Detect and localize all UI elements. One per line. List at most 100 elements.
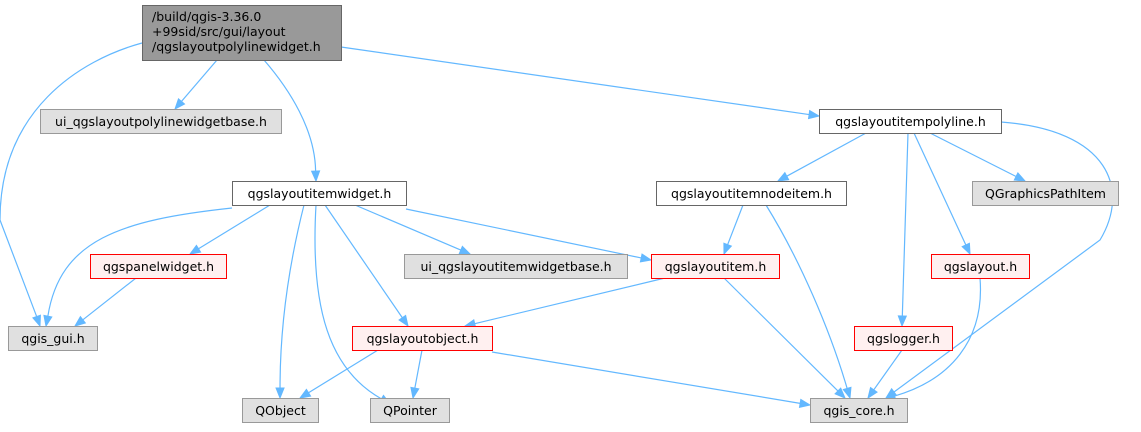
edge-itemwidget-to-layoutobject [324, 204, 403, 319]
dependency-edges [0, 42, 1114, 408]
node-label-panelwidget: qgspanelwidget.h [103, 259, 214, 274]
node-qobject[interactable]: QObject [242, 398, 319, 423]
node-box-itemwidget [232, 181, 407, 206]
arrowhead-itemwidget-to-panelwidget [188, 244, 202, 255]
node-box-itempolyline [819, 109, 1002, 134]
node-label-qgis_core: qgis_core.h [823, 403, 894, 418]
edge-itemwidget-to-qobject [279, 204, 305, 389]
edge-layoutitem-to-qgis_core [723, 277, 839, 392]
node-box-gpathitem [972, 181, 1119, 206]
edge-itempolyline-to-gpathitem [929, 132, 1017, 178]
edge-panelwidget-to-qgis_gui [82, 277, 137, 321]
node-itemwidget[interactable]: qgslayoutitemwidget.h [232, 181, 407, 206]
edge-itemwidget-to-ui_itemwidget [354, 204, 462, 251]
arrowhead-root-to-itempolyline [807, 109, 821, 120]
node-qpointer[interactable]: QPointer [370, 398, 450, 423]
edge-root-to-qgis_gui [0, 42, 143, 317]
node-logger[interactable]: qgslogger.h [854, 326, 953, 351]
node-layoutitem[interactable]: qgslayoutitem.h [651, 254, 780, 279]
node-label-ui_itemwidget: ui_qgslayoutitemwidgetbase.h [420, 259, 611, 274]
node-nodeitem[interactable]: qgslayoutitemnodeitem.h [656, 181, 847, 206]
edge-itempolyline-to-qgis_core [893, 121, 1114, 393]
arrowhead-itempolyline-to-nodeitem [776, 171, 790, 182]
arrowhead-itemwidget-to-layoutitem [639, 253, 653, 263]
node-label-nodeitem: qgslayoutitemnodeitem.h [671, 186, 832, 201]
node-label-qobject: QObject [255, 403, 306, 418]
node-label-logger: qgslogger.h [867, 331, 940, 346]
node-layout[interactable]: qgslayout.h [931, 254, 1030, 279]
arrowhead-root-to-ui_polyline [174, 97, 186, 111]
edge-nodeitem-to-qgis_core [765, 204, 848, 389]
node-box-layout [931, 254, 1030, 279]
arrowhead-layoutitem-to-qgis_core [834, 387, 846, 399]
node-label-gpathitem: QGraphicsPathItem [985, 186, 1106, 201]
edge-root-to-itempolyline [340, 46, 810, 116]
node-label-layoutobject: qgslayoutobject.h [367, 331, 479, 346]
edge-root-to-itemwidget [263, 59, 317, 172]
arrowhead-itemwidget-to-layoutobject [398, 314, 409, 328]
edge-itemwidget-to-qpointer [314, 204, 382, 400]
node-box-ui_itemwidget [404, 254, 628, 279]
node-box-logger [854, 326, 953, 351]
edge-itempolyline-to-logger [901, 132, 909, 317]
node-ui_itemwidget[interactable]: ui_qgslayoutitemwidgetbase.h [404, 254, 628, 279]
file-nodes: /build/qgis-3.36.0+99sid/src/gui/layout/… [8, 5, 1119, 423]
arrowhead-layoutobject-to-qgis_core [798, 398, 812, 408]
node-label-itemwidget: qgslayoutitemwidget.h [248, 186, 392, 201]
node-label-root: +99sid/src/gui/layout [152, 24, 286, 39]
arrowhead-root-to-qgis_gui [32, 314, 41, 328]
node-label-qpointer: QPointer [383, 403, 438, 418]
node-itempolyline[interactable]: qgslayoutitempolyline.h [819, 109, 1002, 134]
node-box-nodeitem [656, 181, 847, 206]
node-label-ui_polyline: ui_qgslayoutpolylinewidgetbase.h [55, 114, 267, 129]
edge-layoutobject-to-qpointer [414, 349, 423, 389]
arrowhead-logger-to-qgis_core [867, 386, 878, 400]
edge-itemwidget-to-qgis_gui [47, 207, 233, 317]
node-box-layoutobject [352, 326, 493, 351]
arrowhead-layoutobject-to-qobject [298, 388, 312, 399]
edge-root-to-ui_polyline [181, 59, 218, 102]
arrowhead-root-to-itemwidget [310, 170, 321, 183]
node-panelwidget[interactable]: qgspanelwidget.h [90, 254, 227, 279]
node-box-layoutitem [651, 254, 780, 279]
node-box-ui_polyline [40, 109, 282, 134]
node-box-qgis_core [810, 398, 908, 423]
node-ui_polyline[interactable]: ui_qgslayoutpolylinewidgetbase.h [40, 109, 282, 134]
node-qgis_core[interactable]: qgis_core.h [810, 398, 908, 423]
node-label-layout: qgslayout.h [944, 259, 1017, 274]
edge-nodeitem-to-layoutitem [727, 204, 744, 245]
node-box-qpointer [370, 398, 450, 423]
node-label-root: /build/qgis-3.36.0 [152, 9, 261, 24]
arrowhead-itempolyline-to-layout [961, 242, 971, 256]
arrowhead-itempolyline-to-logger [897, 315, 908, 328]
edge-layoutobject-to-qobject [308, 349, 379, 394]
node-label-qgis_gui: qgis_gui.h [21, 331, 84, 346]
node-layoutobject[interactable]: qgslayoutobject.h [352, 326, 493, 351]
edge-layout-to-qgis_core [894, 277, 982, 397]
node-box-panelwidget [90, 254, 227, 279]
arrowhead-itemwidget-to-ui_itemwidget [458, 245, 472, 255]
arrowhead-panelwidget-to-qgis_gui [73, 315, 87, 327]
arrowhead-itempolyline-to-gpathitem [1013, 172, 1027, 182]
arrowhead-nodeitem-to-layoutitem [723, 242, 733, 256]
edge-itemwidget-to-panelwidget [198, 204, 271, 250]
node-gpathitem[interactable]: QGraphicsPathItem [972, 181, 1119, 206]
edge-itemwidget-to-layoutitem [405, 208, 642, 259]
arrowhead-itemwidget-to-qgis_gui [43, 314, 53, 328]
node-label-layoutitem: qgslayoutitem.h [665, 259, 767, 274]
edge-logger-to-qgis_core [873, 349, 903, 391]
node-root[interactable]: /build/qgis-3.36.0+99sid/src/gui/layout/… [142, 5, 342, 61]
node-box-root [142, 5, 342, 61]
arrowhead-itemwidget-to-qobject [275, 387, 285, 400]
arrowhead-layoutobject-to-qpointer [410, 386, 420, 400]
node-label-itempolyline: qgslayoutitempolyline.h [835, 114, 986, 129]
edge-layoutitem-to-layoutobject [474, 277, 666, 325]
node-qgis_gui[interactable]: qgis_gui.h [8, 326, 98, 351]
edge-itempolyline-to-nodeitem [786, 132, 867, 177]
edge-layoutobject-to-qgis_core [491, 351, 801, 404]
arrowhead-nodeitem-to-qgis_core [842, 386, 852, 400]
node-box-qgis_gui [8, 326, 98, 351]
node-box-qobject [242, 398, 319, 423]
node-label-root: /qgslayoutpolylinewidget.h [152, 39, 321, 54]
